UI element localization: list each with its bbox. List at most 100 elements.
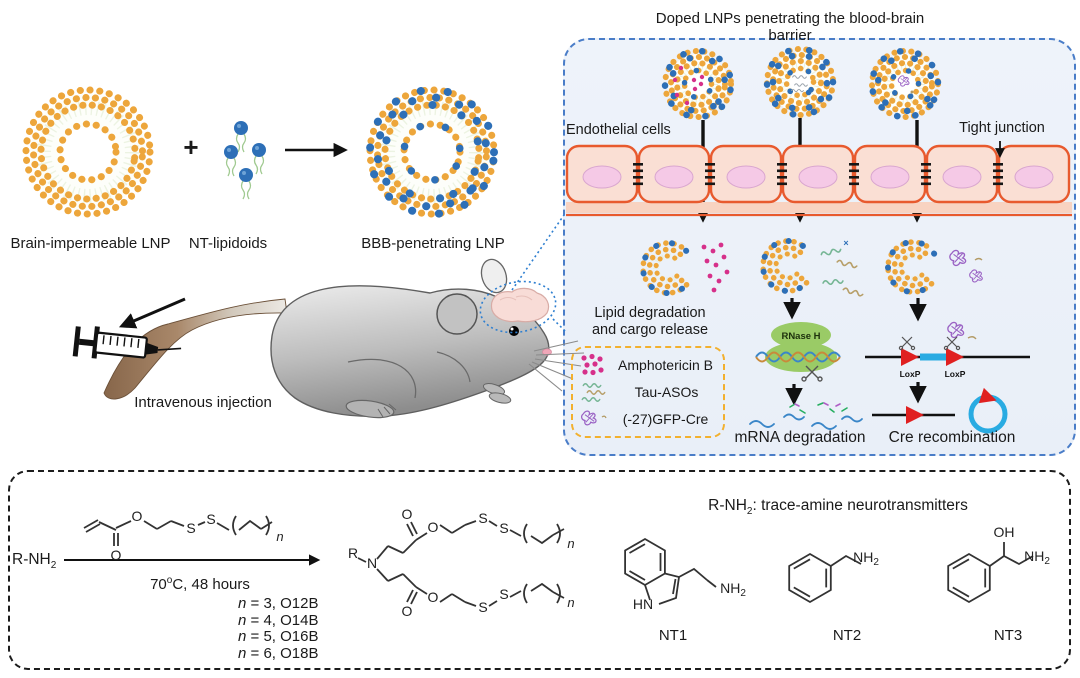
mouse-hindleg-line	[347, 358, 417, 399]
legend-row-amphotericin: Amphotericin B	[579, 352, 719, 378]
brain-impermeable-lnp-illustration	[22, 86, 154, 218]
nt1-label: NT1	[658, 627, 688, 644]
cell-nucleus	[870, 165, 910, 189]
excised-circle	[968, 394, 1008, 434]
atom-s: S	[499, 520, 508, 536]
scissors-icon	[898, 336, 916, 351]
nt3-label: NT3	[993, 627, 1023, 644]
scissors-icon	[943, 336, 961, 351]
nt3-structure	[947, 542, 1034, 604]
atom-nh2: NH2	[853, 549, 879, 568]
mouse-toes	[377, 403, 397, 418]
atom-n-sub: n	[567, 595, 574, 610]
atom-hn: HN	[633, 596, 653, 612]
amphotericin-cargo-dots	[672, 65, 705, 106]
header-prefix: R-NH	[708, 497, 747, 514]
mouse-ear	[436, 293, 478, 335]
lipid-degradation-line1: Lipid degradation	[594, 305, 706, 321]
atom-nh2: NH2	[720, 580, 746, 599]
atom-nh2: NH2	[1024, 548, 1050, 567]
legend-label: Amphotericin B	[618, 356, 713, 373]
gfp-cre-protein-icon	[580, 410, 607, 426]
legend-row-tau-asos: Tau-ASOs	[579, 379, 719, 405]
tight-junction-label: Tight junction	[959, 120, 1045, 136]
degrading-lnp-cre	[885, 239, 983, 295]
nt2-label: NT2	[832, 627, 862, 644]
mouse-nose	[542, 348, 552, 356]
loxp-label-right: LoxP	[945, 369, 966, 379]
cell-nucleus	[582, 165, 622, 189]
n-line: = 4, O14B	[246, 611, 319, 629]
n-var: n	[238, 644, 247, 662]
mouse-ear	[480, 258, 508, 294]
doped-lnp-aso	[763, 45, 837, 119]
eye-glint	[510, 327, 514, 331]
header-subscript: 2	[746, 506, 753, 518]
cell-nucleus	[654, 165, 694, 189]
cell-nucleus	[726, 165, 766, 189]
released-amphotericin-dots	[701, 242, 730, 293]
atom-n-sub: n	[567, 536, 574, 551]
mrna-degradation-label: mRNA degradation	[734, 429, 866, 446]
n-line: = 3, O12B	[246, 595, 319, 612]
lipid-degradation-line2: and cargo release	[591, 321, 709, 338]
n-line: = 5, O16B	[246, 628, 319, 645]
mouse-illustration	[103, 214, 585, 419]
n-value-row: n = 3, O12B	[238, 595, 319, 613]
plus-sign: +	[183, 132, 199, 162]
atom-s: S	[206, 511, 215, 527]
conditions-degree: o	[166, 575, 173, 586]
degrading-lnp-aso: ×	[760, 238, 864, 298]
degrading-lnp-amphotericin	[640, 240, 730, 296]
cell-nucleus	[798, 165, 838, 189]
nt2-structure	[788, 552, 862, 604]
bbb-penetrating-lnp-illustration	[366, 86, 498, 218]
rnase-h-label: RNase H	[781, 331, 820, 342]
n-var: n	[238, 628, 247, 645]
doped-lnp-amphotericin	[661, 47, 735, 121]
mouse-hind-foot	[345, 399, 395, 419]
atom-o: O	[132, 508, 143, 524]
cre-recombination-label: Cre recombination	[888, 429, 1016, 446]
acrylate-reactant-structure	[83, 515, 273, 546]
reactant-subscript: 2	[50, 560, 57, 572]
released-asos	[820, 246, 864, 298]
atom-o: O	[402, 603, 413, 619]
loxp-construct: LoxP LoxP	[865, 321, 1030, 434]
mrna-fragments	[749, 402, 863, 430]
released-cre	[969, 269, 983, 283]
mouse-brain	[490, 287, 550, 323]
tight-junctions	[633, 163, 1003, 186]
released-cre	[949, 249, 967, 267]
mouse-front-paw	[488, 392, 512, 404]
n-var: n	[238, 595, 247, 612]
legend-label: Tau-ASOs	[634, 383, 699, 400]
mouse-foreleg-line	[436, 351, 471, 383]
atom-s: S	[186, 520, 195, 536]
mouse-eye	[509, 326, 519, 336]
callout-line-bottom	[552, 318, 566, 332]
bbb-panel	[563, 38, 1076, 456]
n-value-row: n = 5, O16B	[238, 628, 319, 646]
doped-lnp-cre	[868, 47, 942, 121]
brain-callout-ellipse	[479, 280, 557, 334]
cell-nucleus	[1014, 165, 1054, 189]
nt-lipidoids-illustration	[224, 121, 266, 200]
rna-strand	[755, 351, 841, 363]
conditions-rest: C, 48 hours	[172, 576, 250, 593]
conditions-temp: 70	[150, 576, 167, 593]
n-var: n	[238, 611, 247, 629]
header-suffix: : trace-amine neurotransmitters	[752, 497, 968, 514]
atom-o: O	[111, 547, 122, 563]
endothelial-cell-layer	[565, 141, 1072, 217]
legend-row-gfp-cre: (-27)GFP-Cre	[579, 406, 719, 432]
cargo-legend: Amphotericin B Tau-ASOs (-27)GFP-Cre	[571, 346, 725, 438]
dna-strand	[755, 351, 841, 363]
reactant-amine-label: R-NH2	[12, 551, 72, 572]
n-value-list: n = 3, O12B n = 4, O14B n = 5, O16B n = …	[238, 595, 319, 662]
n-line: = 6, O18B	[246, 644, 319, 662]
atom-oh: OH	[994, 524, 1015, 540]
lipidoid-product-structure	[357, 520, 565, 607]
